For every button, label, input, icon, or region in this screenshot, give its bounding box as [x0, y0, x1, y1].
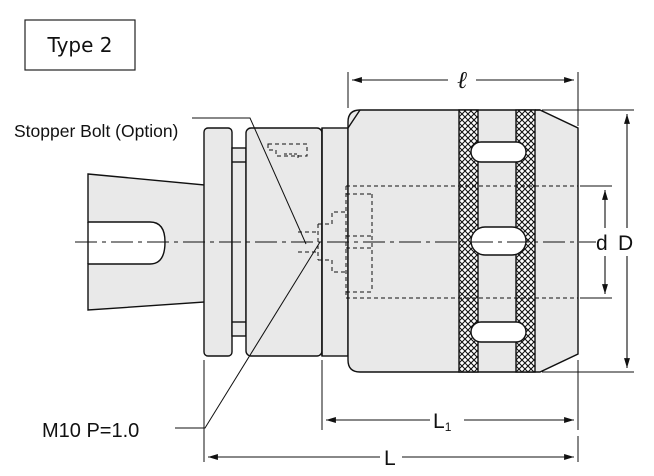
- leader-lines: [175, 117, 321, 429]
- dim-label-d: d: [596, 232, 608, 255]
- type-label: Type 2: [46, 33, 112, 57]
- stopper-bolt-label: Stopper Bolt (Option): [14, 121, 178, 141]
- dim-label-L: L: [384, 447, 396, 470]
- dim-label-L1: L1: [433, 410, 452, 434]
- type-label-box: Type 2: [24, 19, 136, 71]
- dim-label-D: D: [618, 232, 633, 255]
- thread-label: M10 P=1.0: [42, 420, 139, 442]
- shank-tang: [87, 173, 206, 311]
- dim-label-L1-main: L: [433, 410, 445, 433]
- nut-sleeve: [347, 109, 579, 373]
- dim-label-L1-sub: 1: [445, 420, 452, 434]
- extension-lines: [203, 72, 634, 462]
- hidden-bore: [298, 185, 578, 299]
- dim-label-small-l: ℓ: [457, 66, 467, 94]
